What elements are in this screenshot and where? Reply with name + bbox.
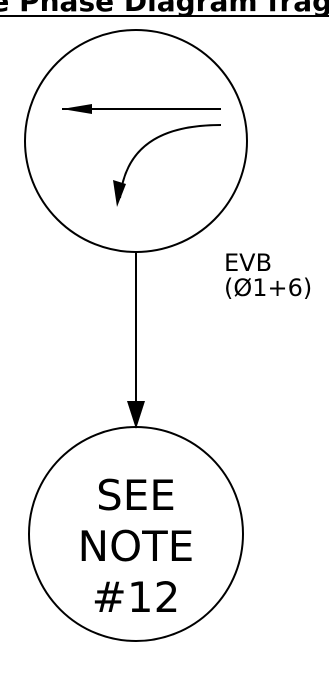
svg-text:Phase Phase Diagram fragment: Phase Phase Diagram fragment bbox=[0, 0, 329, 18]
phase-circle-top bbox=[24, 29, 248, 253]
left-turn-arrow-icon bbox=[119, 124, 222, 199]
note-line-2: NOTE bbox=[78, 522, 195, 571]
transition-arrow bbox=[127, 252, 145, 429]
transition-label: EVB (Ø1+6) bbox=[224, 249, 312, 302]
header-title: Phase Phase Diagram fragment bbox=[0, 0, 329, 18]
note-line-3: #12 bbox=[92, 573, 181, 622]
transition-line-2: (Ø1+6) bbox=[224, 274, 312, 302]
transition-line-1: EVB bbox=[224, 249, 272, 277]
note-line-1: SEE bbox=[96, 471, 176, 520]
down-arrow-icon bbox=[127, 401, 145, 429]
note-circle: SEE NOTE #12 bbox=[28, 426, 244, 642]
